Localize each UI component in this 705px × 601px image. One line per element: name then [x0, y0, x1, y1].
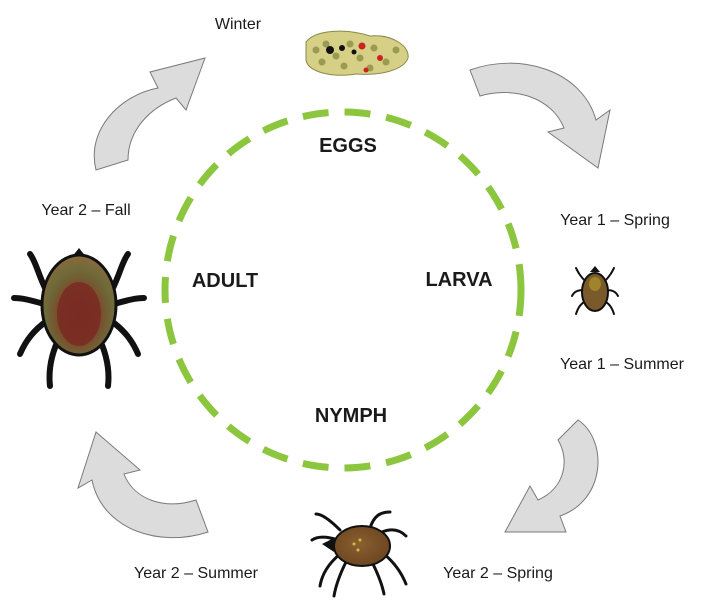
season-label-year2-summer: Year 2 – Summer: [134, 565, 259, 582]
larva-tick-icon: [572, 266, 618, 314]
arrow-larva-to-nymph: [505, 420, 598, 532]
season-label-year2-spring: Year 2 – Spring: [443, 565, 553, 582]
stage-label-larva: LARVA: [425, 269, 492, 291]
arrow-winter-to-eggs: [94, 58, 205, 170]
nymph-tick-icon: [312, 512, 406, 596]
stage-label-eggs: EGGS: [319, 135, 377, 157]
arrow-nymph-to-adult: [78, 432, 208, 538]
arrow-eggs-to-larva: [470, 63, 610, 168]
adult-tick-icon: [14, 248, 144, 386]
stage-label-nymph: NYMPH: [315, 405, 387, 427]
season-label-year1-spring: Year 1 – Spring: [560, 212, 670, 229]
stage-label-adult: ADULT: [192, 270, 258, 292]
season-label-year2-fall: Year 2 – Fall: [41, 202, 130, 219]
egg-cluster-icon: [306, 31, 408, 75]
season-label-year1-summer: Year 1 – Summer: [560, 356, 685, 373]
season-label-winter: Winter: [215, 16, 262, 33]
